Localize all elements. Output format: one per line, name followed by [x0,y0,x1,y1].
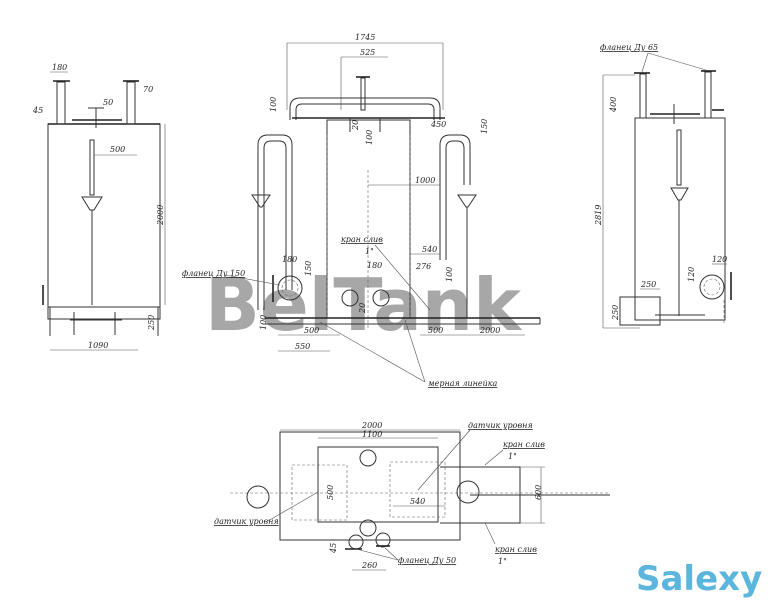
dim-260: 260 [361,561,377,570]
dim-500: 500 [110,145,125,154]
dim-180-left: 180 [282,255,297,264]
dim-525: 525 [360,48,375,57]
dim-276: 276 [415,262,431,271]
pipe-left [56,81,66,125]
label-level-sensor-left: датчик уровня [214,517,279,526]
dim-250-vertical: 250 [611,305,620,321]
dim-100-top: 100 [269,97,278,112]
dim-100-right: 100 [445,267,454,282]
dim-500-right: 500 [428,326,443,335]
dim-180: 180 [52,63,67,72]
flange-right [699,274,725,300]
right-side-view: 2819 400 250 250 120 120 фланец Ду 65 [594,43,732,329]
label-drain-size-top: 1" [508,452,517,461]
plan-outline [279,431,461,541]
dim-45: 45 [32,106,43,115]
label-drain-valve-top: кран слив [503,440,545,449]
dim-1745: 1745 [355,33,375,42]
dim-150-left: 150 [304,261,313,276]
plan-view: 600 2000 1100 540 500 45 260 датчик уров… [214,421,610,571]
dim-540: 540 [422,245,437,254]
dim-180-mid: 180 [367,261,382,270]
front-view: 1745 525 100 [182,33,541,388]
dim-250: 250 [147,315,156,331]
label-flange-du50: фланец Ду 50 [398,556,456,565]
dim-1100: 1100 [362,430,382,439]
label-drain-valve-bottom: кран слив [495,545,537,554]
dim-540-plan: 540 [410,497,425,506]
label-drain-valve-front: кран слив [341,235,383,244]
dim-20-top: 20 [351,120,360,131]
label-flange-du65: фланец Ду 65 [600,43,658,52]
dim-100-mid: 100 [365,130,374,145]
dim-500-plan: 500 [326,485,335,500]
label-gauge: мерная линейка [428,379,498,388]
dim-450: 450 [430,120,446,129]
dim-100-bottom: 100 [259,315,268,330]
watermark-salexy-logo: Salexy [636,559,762,599]
dim-1000: 1000 [415,176,435,185]
float-cone [81,196,103,211]
label-drain-size-bottom: 1" [498,557,507,566]
dim-70: 70 [143,85,153,94]
dim-2819: 2819 [594,205,603,226]
pipe-right [126,81,136,125]
dim-400: 400 [609,97,618,113]
dim-550: 550 [295,342,310,351]
tank-body-right [634,117,726,321]
gauge-rod [89,139,95,196]
dim-20-bottom: 20 [358,303,367,314]
dim-1090: 1090 [88,341,108,350]
label-level-sensor-right: датчик уровня [468,421,533,430]
label-flange-du150: фланец Ду 150 [182,269,245,278]
dim-120-vertical: 120 [687,267,696,282]
dim-2000-plan: 2000 [361,421,382,430]
left-side-view: 180 45 50 70 500 2000 250 1090 [32,63,166,351]
dim-2000-front: 2000 [479,326,500,335]
dim-600: 600 [534,485,543,500]
dim-50: 50 [103,98,113,107]
dim-150-top: 150 [480,119,489,134]
dim-45-plan: 45 [329,543,338,554]
dim-250-horizontal: 250 [640,280,656,289]
dim-2000: 2000 [156,205,165,226]
dim-500-left: 500 [304,326,319,335]
dim-120-horizontal: 120 [712,255,727,264]
tank-body-left [47,123,161,308]
label-drain-size-front: 1" [365,247,374,256]
flange-du150 [277,275,303,301]
